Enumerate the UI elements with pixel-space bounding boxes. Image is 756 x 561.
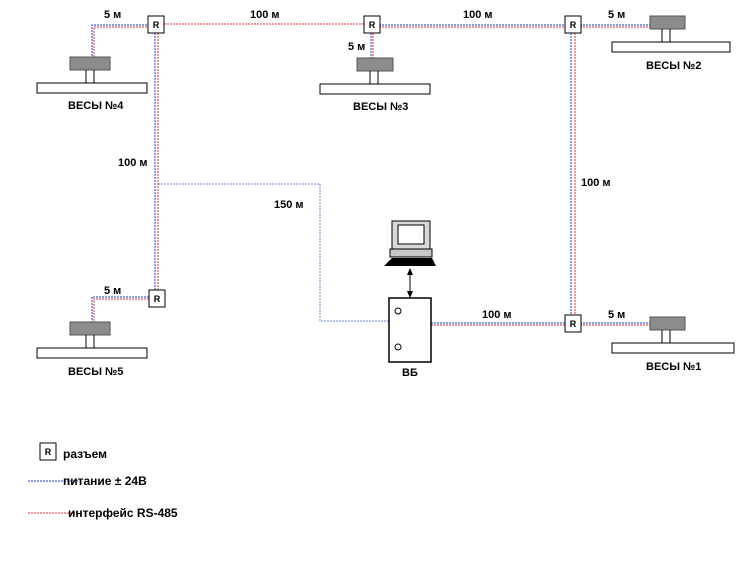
cable-r2-scale2 xyxy=(580,24,650,28)
scale-1-label: ВЕСЫ №1 xyxy=(646,361,701,373)
cable-r5-scale5 xyxy=(91,296,149,322)
connector-r1: R xyxy=(564,314,582,333)
cable-r4-scale4 xyxy=(91,24,156,57)
distance-label: 100 м xyxy=(581,177,611,189)
distance-label: 5 м xyxy=(104,9,121,21)
distance-label: 100 м xyxy=(463,9,493,21)
legend-power: питание ± 24В xyxy=(28,474,147,488)
distance-label: 5 м xyxy=(608,9,625,21)
scale-2 xyxy=(611,15,731,53)
connector-r5: R xyxy=(148,289,166,308)
scale-5 xyxy=(36,321,148,359)
cable-r3-r2 xyxy=(379,24,565,28)
distance-label: 5 м xyxy=(608,309,625,321)
scale-3 xyxy=(319,57,431,95)
cable-r1-scale1 xyxy=(580,322,650,326)
cable-branch-to-vb xyxy=(158,183,389,322)
cables xyxy=(91,23,650,326)
distance-label: 5 м xyxy=(348,41,365,53)
legend: R разъем питание ± 24В интерфейс RS-485 xyxy=(28,442,178,520)
controller-vb xyxy=(388,297,432,363)
scale-4-label: ВЕСЫ №4 xyxy=(68,100,124,112)
svg-text:R: R xyxy=(570,20,577,30)
controller-vb-label: ВБ xyxy=(402,367,418,379)
distance-label: 100 м xyxy=(482,309,512,321)
scale-4 xyxy=(36,56,148,94)
distance-label: 100 м xyxy=(250,9,280,21)
connector-r3: R xyxy=(363,15,381,34)
cable-vb-r1 xyxy=(431,322,565,326)
cable-r2-r1 xyxy=(570,33,576,315)
svg-text:интерфейс RS-485: интерфейс RS-485 xyxy=(68,506,178,520)
svg-text:питание ± 24В: питание ± 24В xyxy=(63,474,147,488)
scale-2-label: ВЕСЫ №2 xyxy=(646,60,701,72)
distance-label: 5 м xyxy=(104,285,121,297)
legend-interface: интерфейс RS-485 xyxy=(28,506,178,520)
svg-text:R: R xyxy=(154,294,161,304)
svg-text:R: R xyxy=(153,20,160,30)
svg-text:разъем: разъем xyxy=(63,447,107,461)
svg-text:R: R xyxy=(45,447,52,457)
cable-r3-scale3 xyxy=(370,33,374,58)
cable-r4-r5 xyxy=(154,33,159,290)
distance-label: 100 м xyxy=(118,157,148,169)
computer-vb-link xyxy=(407,268,413,298)
scale-5-label: ВЕСЫ №5 xyxy=(68,366,123,378)
connector-r4: R xyxy=(147,15,165,34)
scale-1 xyxy=(611,316,735,354)
connector-r2: R xyxy=(564,15,582,34)
distance-label: 150 м xyxy=(274,199,304,211)
scale-3-label: ВЕСЫ №3 xyxy=(353,101,408,113)
svg-text:R: R xyxy=(369,20,376,30)
svg-text:R: R xyxy=(570,319,577,329)
computer-icon xyxy=(384,220,436,266)
legend-connector: R разъем xyxy=(39,442,107,461)
